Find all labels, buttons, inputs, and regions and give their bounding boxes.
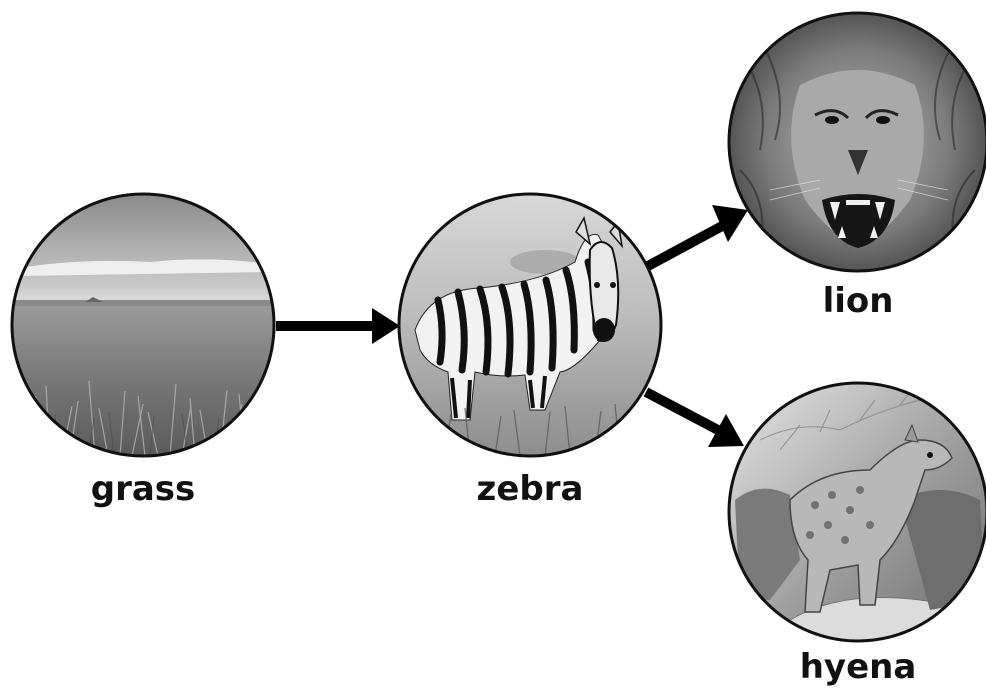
label-hyena: hyena	[800, 647, 917, 687]
arrow-zebra-to-hyena	[646, 392, 744, 447]
node-grass	[12, 194, 274, 456]
label-zebra: zebra	[477, 469, 584, 509]
node-lion	[729, 13, 986, 271]
arrow-zebra-to-lion	[648, 205, 748, 266]
node-zebra	[399, 194, 661, 456]
node-hyena	[729, 383, 986, 641]
label-lion: lion	[823, 281, 894, 321]
arrow-grass-to-zebra	[276, 308, 400, 344]
label-grass: grass	[91, 469, 196, 509]
